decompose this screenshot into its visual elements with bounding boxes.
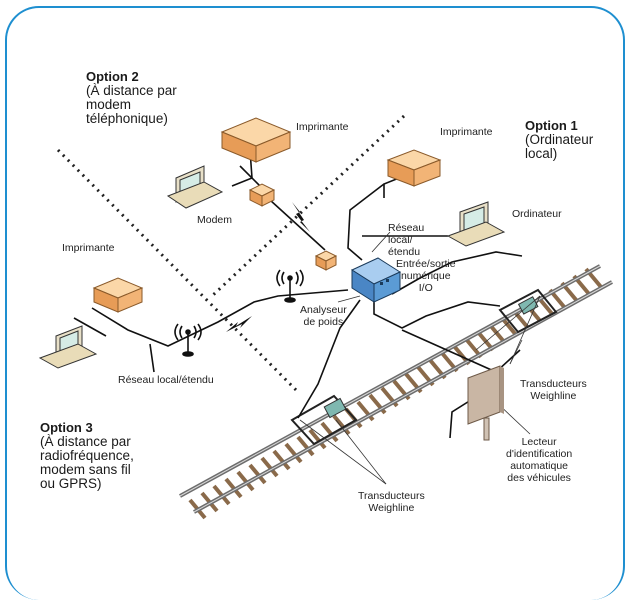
vehicle-reader-line: automatique [510,460,568,472]
weigh-analyzer-line: de poids [303,316,344,328]
transducers-right-line: Transducteurs [520,378,587,390]
option2-desc-line: (À distance par [86,83,177,98]
option2-desc-line: téléphonique) [86,111,168,126]
diagram-frame [5,6,625,600]
digital-io-line: I/O [418,282,433,294]
lightning-opt3-icon [226,316,252,332]
network-opt1-line: local/ [388,234,413,246]
transducers-bottom-label: Transducteurs Weighline [358,490,425,514]
option2-title: Option 2 [86,69,139,84]
network-opt1-line: Réseau [388,222,425,234]
option3-desc-line: ou GPRS) [40,476,102,491]
digital-io-line: numérique [400,270,451,282]
digital-io-label: Entrée/sortie numérique I/O [396,258,456,294]
transducers-right-line: Weighline [530,390,577,402]
option3-title: Option 3 [40,420,93,435]
lightning-opt2-icon [292,202,310,232]
option3-desc-line: modem sans fil [40,462,131,477]
option3-desc-line: (À distance par [40,434,131,449]
vehicle-reader-label: Lecteur d'identification automatique des… [506,436,572,484]
network-opt1-label: Réseau local/ étendu [388,222,424,258]
option3-block: Option 3 (À distance par radiofréquence,… [40,421,134,491]
weigh-analyzer-label: Analyseur de poids [300,304,347,328]
separator-option1 [210,114,406,298]
option1-desc-line: local) [525,146,558,161]
option1-desc-line: (Ordinateur [525,132,594,147]
computer-opt2-icon [166,165,224,209]
network-opt3-label: Réseau local/étendu [118,374,214,386]
separator-option2 [56,148,300,394]
printer-opt3-icon [92,277,144,313]
option3-desc-line: radiofréquence, [40,448,134,463]
computer-opt3-icon [38,325,98,369]
option1-title: Option 1 [525,118,578,133]
transducers-right-label: Transducteurs Weighline [520,378,587,402]
option2-block: Option 2 (À distance par modem téléphoni… [86,70,177,126]
printer-opt2-icon [220,117,292,163]
digital-io-line: Entrée/sortie [396,258,456,270]
vehicle-reader-line: d'identification [506,448,573,460]
printer-opt3-label: Imprimante [62,242,115,254]
antenna-opt3-icon [174,323,202,357]
modem-opt1-icon [314,250,338,271]
transducers-bottom-line: Weighline [368,502,415,514]
modem-label: Modem [197,214,233,226]
weight-analyzer-icon [350,257,402,303]
printer-opt2-label: Imprimante [296,121,349,133]
vehicle-reader-line: Lecteur [521,436,557,448]
printer-opt1-label: Imprimante [440,126,493,138]
weigh-analyzer-line: Analyseur [300,304,347,316]
vehicle-id-reader-icon [467,365,504,441]
modem-icon [248,183,276,207]
computer-label: Ordinateur [512,208,562,220]
transducers-bottom-line: Transducteurs [358,490,425,502]
network-opt1-line: étendu [388,246,421,258]
option2-desc-line: modem [86,97,132,112]
printer-opt1-icon [386,149,442,187]
vehicle-reader-line: des véhicules [507,472,571,484]
computer-opt1-icon [446,201,506,247]
weigh-section-bottom [290,394,358,446]
antenna-analyzer-icon [276,269,304,303]
option1-block: Option 1 (Ordinateur local) [525,119,593,161]
